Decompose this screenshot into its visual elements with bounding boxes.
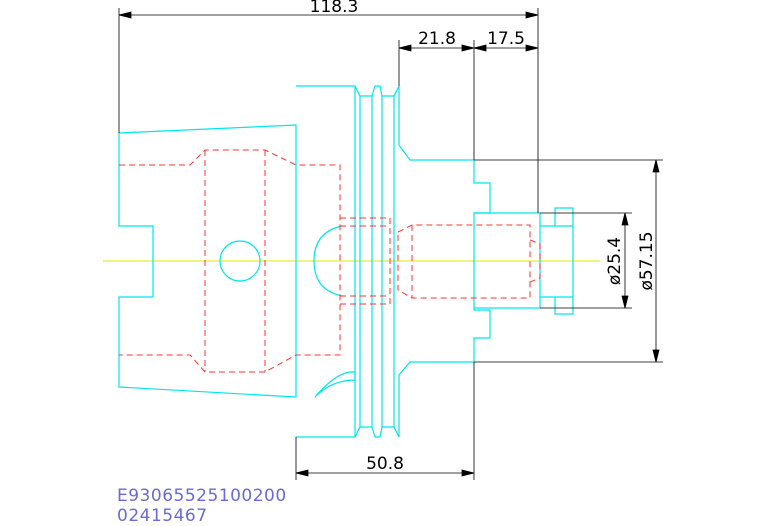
- dim-57-arrow-bottom: [652, 349, 660, 363]
- part-outline: [118, 85, 574, 438]
- dim-25-arrow-bottom: [621, 295, 629, 309]
- flange: [296, 85, 356, 438]
- dim-flange-length: 50.8: [366, 454, 404, 474]
- dim-25-arrow-top: [621, 212, 629, 226]
- dim-overall-length: 118.3: [310, 0, 359, 17]
- hidden-lines: [119, 149, 541, 373]
- dim-shoulder-length: 21.8: [418, 29, 456, 49]
- dim-118-arrow-right: [525, 11, 539, 19]
- pilot: [474, 212, 541, 309]
- body-face: [473, 160, 491, 362]
- dim-50-arrow-left: [295, 469, 309, 477]
- dim-pilot-length: 17.5: [487, 29, 525, 49]
- drive-slot-arc: [314, 371, 356, 398]
- hidden-thread: [340, 217, 391, 305]
- dim-21-arrow-mid: [461, 44, 475, 52]
- dim-body-diameter: ø57.15: [637, 231, 657, 290]
- dimension-lines: [118, 8, 663, 480]
- part-number: E93065525100200: [117, 486, 287, 506]
- dim-57-arrow-top: [652, 159, 660, 173]
- dim-21-arrow-left: [398, 44, 412, 52]
- dim-bore-diameter: ø25.4: [605, 237, 625, 285]
- dim-118-arrow-left: [118, 11, 132, 19]
- dim-17-arrow-right: [525, 44, 539, 52]
- hidden-bore: [119, 149, 341, 373]
- cross-hole: [219, 240, 261, 282]
- serial-number: 02415467: [117, 506, 208, 526]
- dim-50-arrow-right: [461, 469, 475, 477]
- drawbar-nose: [313, 225, 343, 297]
- dim-17-arrow-mid: [473, 44, 487, 52]
- clamp-screw-head: [540, 207, 574, 315]
- hidden-screw-tip: [529, 239, 541, 283]
- taper-shank: [118, 124, 297, 398]
